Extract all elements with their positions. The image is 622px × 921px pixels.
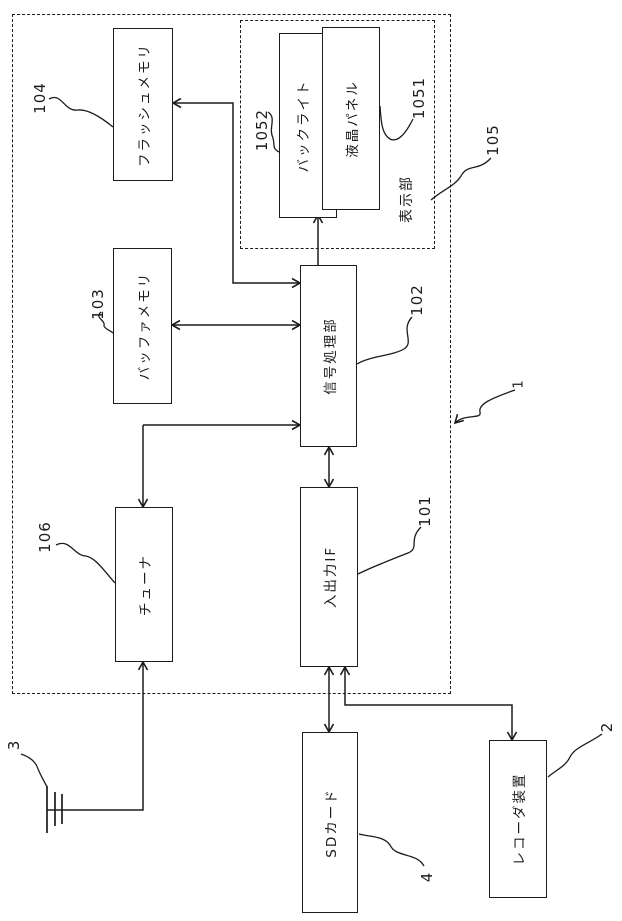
block-lcd-panel-label: 液晶パネル (345, 79, 361, 158)
block-flash-memory-label: フラッシュメモリ (137, 42, 153, 167)
ref-102: 102 (408, 284, 426, 316)
block-signal-processor: 信号処理部 (300, 265, 357, 447)
block-lcd-panel: 液晶パネル (322, 27, 380, 210)
display-unit-label: 表示部 (399, 175, 415, 223)
leader-106 (55, 542, 116, 584)
leader-1052 (267, 111, 280, 153)
ref-101: 101 (416, 495, 434, 527)
leader-103 (98, 311, 114, 334)
ref-105: 105 (484, 124, 502, 156)
block-recorder-label: レコーダ装置 (512, 772, 528, 866)
leader-102 (356, 316, 413, 365)
block-flash-memory: フラッシュメモリ (113, 28, 173, 181)
leader-1-arrow (455, 389, 516, 423)
leader-105 (430, 157, 492, 201)
block-backlight-label: バックライト (296, 79, 313, 172)
ref-1051: 1051 (410, 76, 428, 120)
block-io-interface: 入出力IF (300, 487, 358, 667)
arrow-flash-signal (173, 103, 300, 283)
antenna-icon (46, 786, 63, 833)
leader-101 (357, 526, 422, 575)
ref-106: 106 (36, 521, 54, 553)
ref-103: 103 (89, 288, 107, 320)
block-io-interface-label: 入出力IF (323, 545, 339, 609)
block-tuner: チューナ (115, 507, 173, 662)
ref-1052: 1052 (253, 108, 271, 152)
arrow-io-recorder (345, 667, 512, 740)
block-sd-card-label: SDカード (324, 787, 340, 858)
ref-4: 4 (418, 871, 436, 883)
leader-2 (547, 733, 603, 778)
leader-3 (20, 753, 48, 788)
ref-104: 104 (31, 82, 49, 114)
leader-104 (48, 96, 114, 128)
block-buffer-memory-label: バッファメモリ (136, 271, 153, 381)
block-buffer-memory: バッファメモリ (113, 248, 172, 404)
block-recorder: レコーダ装置 (489, 740, 547, 898)
block-signal-processor-label: 信号処理部 (322, 317, 339, 395)
ref-1: 1 (511, 379, 527, 389)
leader-1051 (379, 105, 414, 141)
ref-2: 2 (598, 721, 616, 733)
block-tuner-label: チューナ (138, 553, 154, 616)
device-boundary-dashed-box (12, 14, 451, 694)
block-sd-card: SDカード (302, 732, 358, 913)
leader-4 (358, 833, 425, 867)
arrow-antenna-tuner (47, 662, 143, 811)
ref-3: 3 (5, 739, 23, 751)
